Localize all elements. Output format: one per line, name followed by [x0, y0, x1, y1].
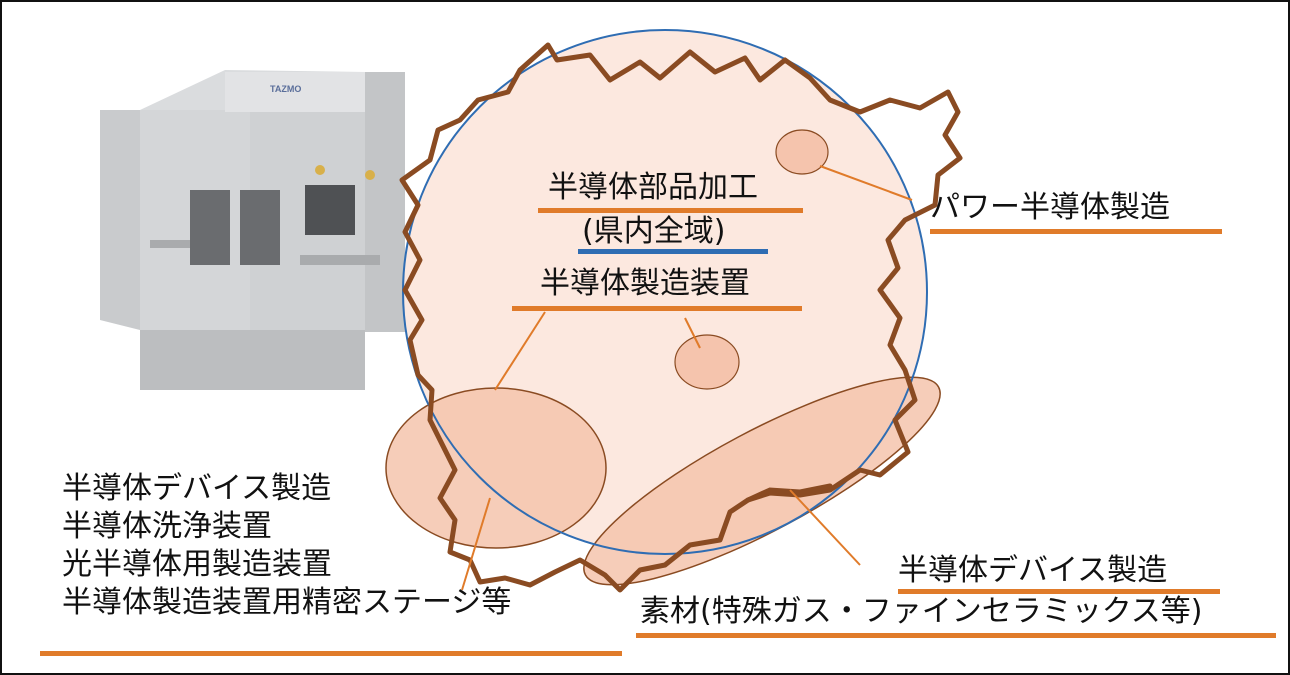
- left-list-item-device: 半導体デバイス製造: [62, 471, 332, 506]
- machine-brand-text: TAZMO: [270, 84, 301, 94]
- right-device-label: 半導体デバイス製造: [898, 553, 1168, 588]
- power-semiconductor-underline: [930, 229, 1222, 234]
- whole-prefecture-underline: [578, 249, 768, 254]
- region-circle-outline: [402, 29, 928, 555]
- equipment-marker: [674, 334, 740, 390]
- equipment-underline: [512, 306, 802, 311]
- leader-lines: [461, 165, 913, 591]
- left-list-item-optical: 光半導体用製造装置: [62, 547, 332, 582]
- parts-machining-underline: [538, 208, 803, 213]
- power-semiconductor-label: パワー半導体製造: [930, 190, 1170, 225]
- left-list-item-cleaning: 半導体洗浄装置: [62, 509, 272, 544]
- whole-prefecture-label: (県内全域): [582, 214, 726, 249]
- power-semiconductor-marker: [775, 129, 829, 175]
- semiconductor-machine-image: TAZMO: [100, 70, 405, 390]
- left-list: 半導体デバイス製造 半導体洗浄装置 光半導体用製造装置 半導体製造装置用精密ステ…: [62, 470, 511, 622]
- prefecture-outline: [399, 42, 963, 593]
- equipment-label: 半導体製造装置: [540, 266, 750, 301]
- left-list-item-stage: 半導体製造装置用精密ステージ等: [62, 585, 512, 620]
- right-device-underline: [898, 589, 1220, 594]
- materials-underline: [636, 633, 1276, 638]
- left-list-underline: [40, 651, 622, 656]
- prefecture-inlet: [745, 483, 833, 503]
- materials-label: 素材(特殊ガス・ファインセラミックス等): [640, 594, 1203, 629]
- parts-machining-label: 半導体部品加工: [548, 170, 758, 205]
